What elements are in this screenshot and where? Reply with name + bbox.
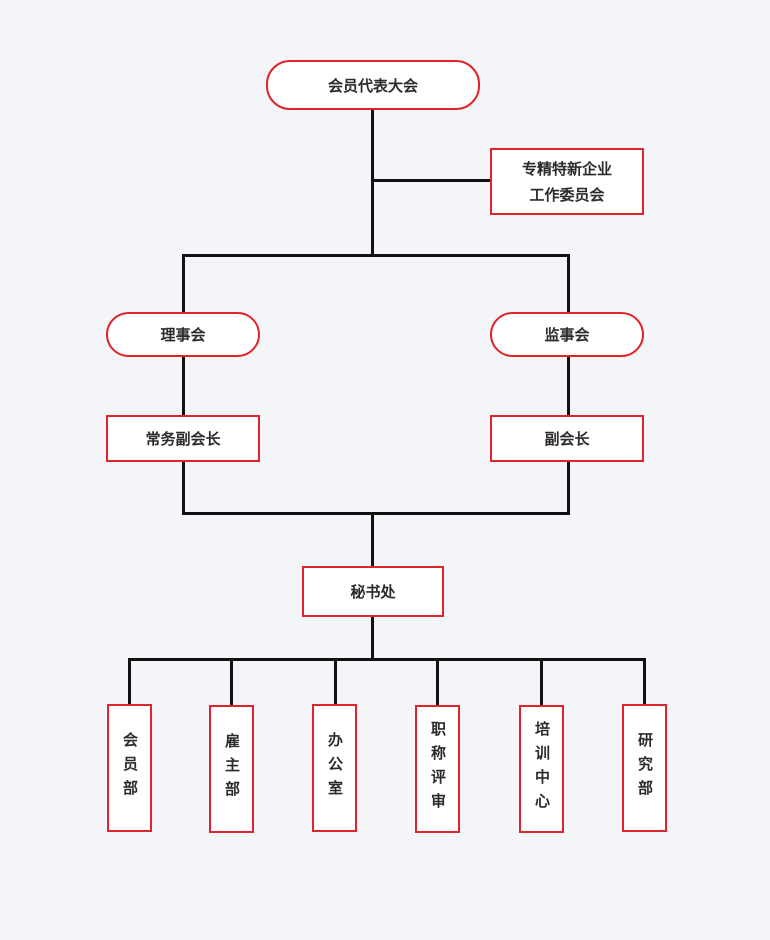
executive-vice-president-node: 常务副会长 — [106, 415, 260, 462]
connector-top-horizontal — [182, 254, 570, 257]
department-node: 培训中心 — [519, 705, 564, 833]
department-node: 雇主部 — [209, 705, 254, 833]
department-node: 会员部 — [107, 704, 152, 832]
secretariat-label: 秘书处 — [350, 583, 396, 601]
connector-root-down — [371, 108, 374, 255]
department-node: 研究部 — [622, 704, 667, 832]
connector-supervisory-to-vp — [567, 355, 570, 416]
connector-dept-6 — [643, 658, 646, 706]
connector-dept-2 — [230, 658, 233, 706]
connector-dept-3 — [334, 658, 337, 706]
department-label: 雇主部 — [223, 733, 241, 805]
supervisory-label: 监事会 — [544, 326, 590, 344]
council-node: 理事会 — [106, 312, 260, 357]
side-committee-node: 专精特新企业 工作委员会 — [490, 148, 644, 215]
connector-dept-4 — [436, 658, 439, 706]
department-label: 培训中心 — [533, 721, 551, 817]
department-label: 研究部 — [636, 732, 654, 804]
connector-secretariat-down — [371, 615, 374, 661]
connector-dept-1 — [128, 658, 131, 706]
supervisory-node: 监事会 — [490, 312, 644, 357]
connector-bottom-horizontal — [128, 658, 646, 661]
connector-council-to-evp — [182, 355, 185, 416]
side-committee-line1: 专精特新企业 — [521, 159, 612, 178]
secretariat-node: 秘书处 — [302, 566, 444, 617]
connector-dept-5 — [540, 658, 543, 706]
executive-vice-president-label: 常务副会长 — [145, 430, 221, 448]
side-committee-line2: 工作委员会 — [529, 185, 605, 204]
department-node: 办公室 — [312, 704, 357, 832]
connector-to-secretariat — [371, 512, 374, 567]
council-label: 理事会 — [160, 326, 206, 344]
connector-middle-horizontal — [182, 512, 570, 515]
connector-side-committee — [373, 179, 492, 182]
department-label: 会员部 — [121, 732, 139, 804]
vice-president-node: 副会长 — [490, 415, 644, 462]
connector-right-to-supervisory — [567, 254, 570, 312]
department-node: 职称评审 — [415, 705, 460, 833]
department-label: 办公室 — [326, 732, 344, 804]
root-node-member-congress: 会员代表大会 — [266, 60, 480, 110]
connector-vp-down — [567, 461, 570, 514]
connector-left-to-council — [182, 254, 185, 312]
department-label: 职称评审 — [429, 721, 447, 817]
root-node-label: 会员代表大会 — [327, 76, 418, 95]
vice-president-label: 副会长 — [544, 430, 590, 448]
connector-evp-down — [182, 461, 185, 514]
